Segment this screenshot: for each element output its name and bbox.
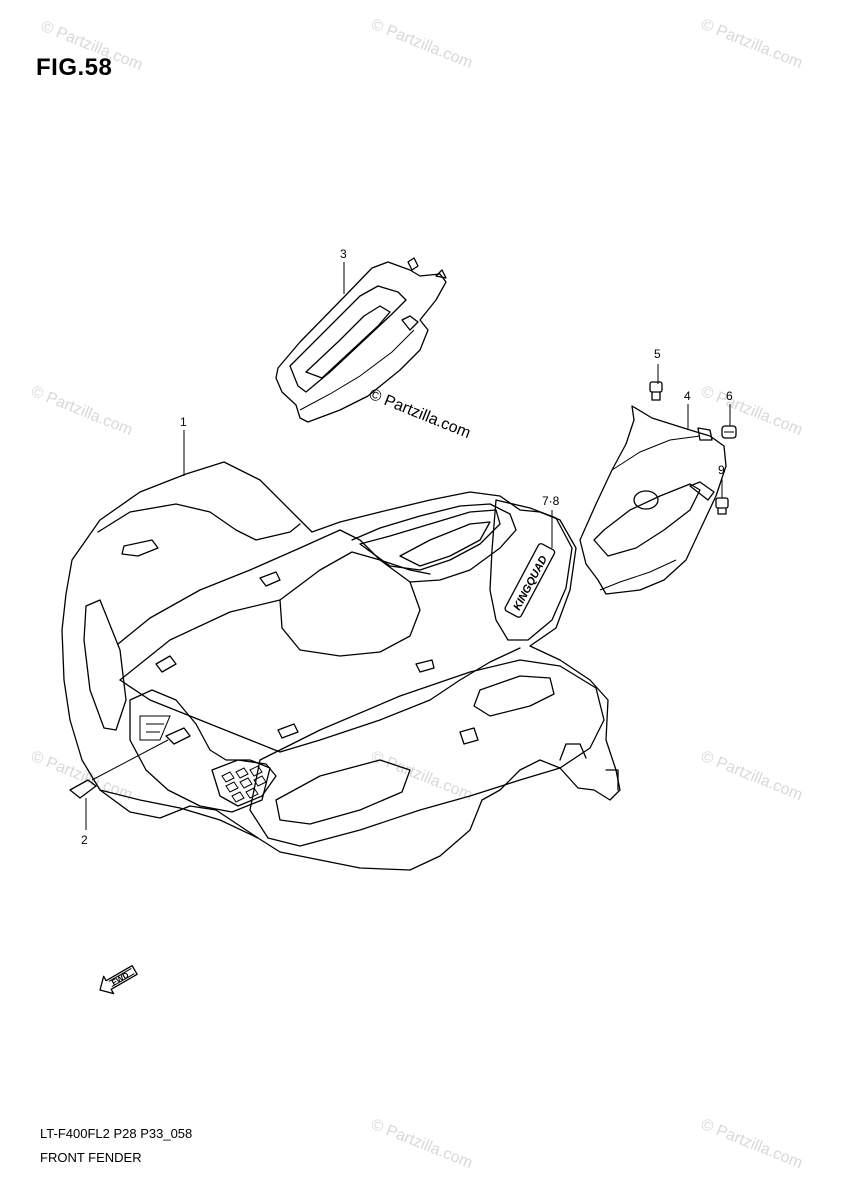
callout-7-8[interactable]: 7·8 [542,494,560,508]
fwd-arrow-icon: FWD [99,965,138,995]
part-1-front-fender[interactable]: KINGQUAD [61,461,621,871]
callout-9[interactable]: 9 [718,463,725,477]
part-4-side-panel[interactable] [579,405,727,595]
callout-6[interactable]: 6 [726,389,733,403]
watermark-text: © Partzilla.com [369,1116,475,1172]
emblem-text: KINGQUAD [511,554,550,613]
callout-5[interactable]: 5 [654,347,661,361]
watermark-text: © Partzilla.com [29,383,135,439]
watermark-text: © Partzilla.com [699,16,805,72]
watermark-center: © Partzilla.com [367,386,473,442]
grille-mesh [211,759,277,807]
fastener-6[interactable] [721,425,737,439]
emblem-plate: KINGQUAD [504,543,556,618]
figure-name: FRONT FENDER [40,1150,142,1165]
part-3-cover[interactable] [275,257,447,423]
watermark-text: © Partzilla.com [699,383,805,439]
fastener-5[interactable] [649,381,663,401]
model-code: LT-F400FL2 P28 P33_058 [40,1126,193,1141]
watermark-text: © Partzilla.com [29,748,135,804]
callout-labels: 1 2 3 4 5 6 7·8 9 [81,247,733,847]
callout-2[interactable]: 2 [81,833,88,847]
watermark-layer: © Partzilla.com © Partzilla.com © Partzi… [29,16,805,1172]
watermark-text: © Partzilla.com [369,16,475,72]
part-2-reflector[interactable] [69,727,191,799]
figure-title: FIG.58 [36,54,113,81]
watermark-text: © Partzilla.com [369,748,475,804]
fastener-9[interactable] [715,497,729,515]
callout-4[interactable]: 4 [684,389,691,403]
callout-1[interactable]: 1 [180,415,187,429]
leader-lines [85,262,731,830]
watermark-text: © Partzilla.com [699,748,805,804]
callout-3[interactable]: 3 [340,247,347,261]
watermark-text: © Partzilla.com [699,1116,805,1172]
